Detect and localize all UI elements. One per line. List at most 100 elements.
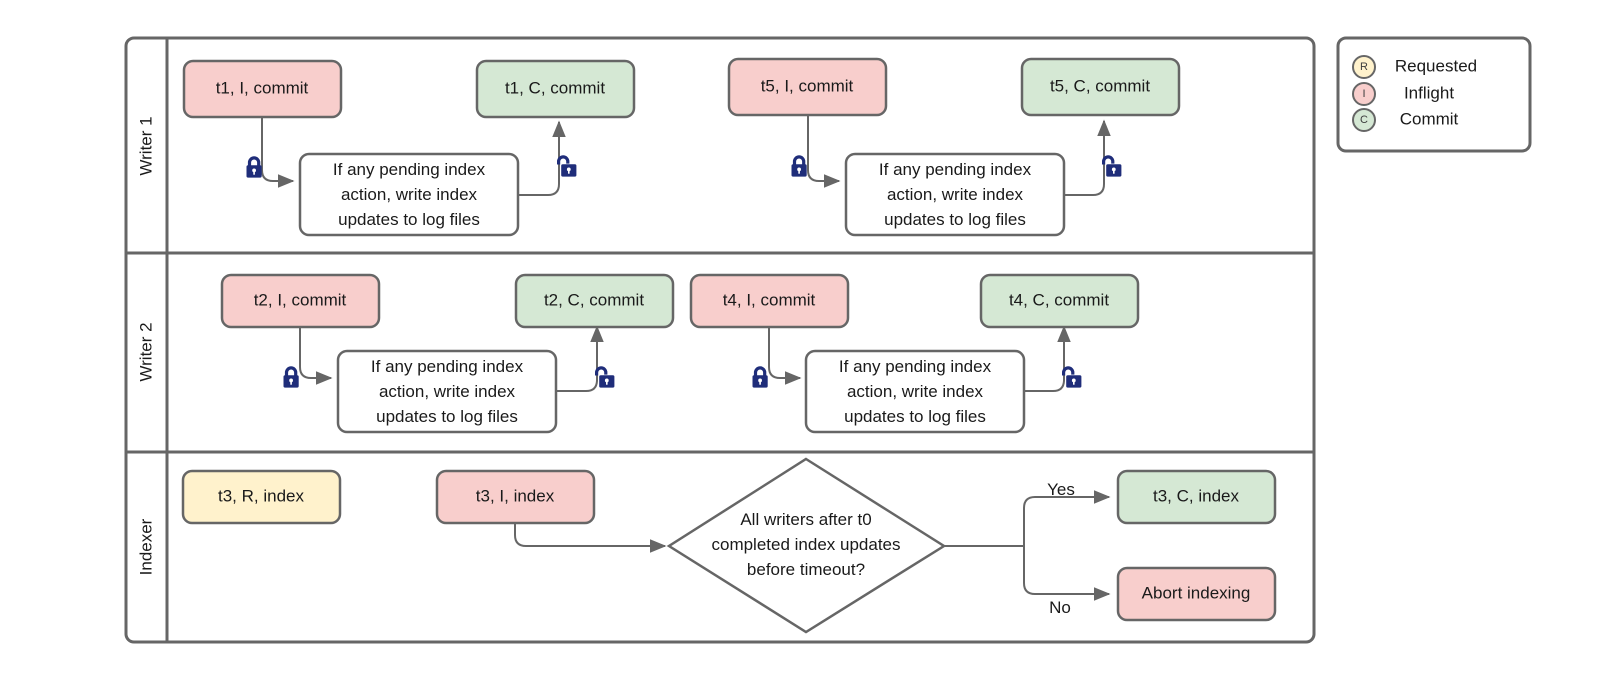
note-w1-right-line1: If any pending index [879,160,1032,179]
note-w1-left-line1: If any pending index [333,160,486,179]
legend-badge-commit-letter: C [1360,114,1368,126]
node-w1-t1-commit-label: t1, C, commit [505,78,605,97]
legend-border [1336,36,1532,153]
legend-panel: R Requested I Inflight C Commit [1336,36,1532,153]
node-w1-t5-inflight-label: t5, I, commit [761,76,854,95]
node-idx-abort[interactable]: Abort indexing [1116,566,1277,622]
edge-decision-yes [1023,490,1111,546]
lock-closed-icon [283,366,299,388]
lock-open-icon [1102,155,1122,177]
node-w1-t5-commit-box[interactable] [1020,57,1181,117]
lane-label-writer-1: Writer 1 [136,116,155,175]
note-w2-right-line3: updates to log files [844,407,986,426]
node-w2-t2-commit[interactable]: t2, C, commit [514,273,675,329]
note-w2-left-line1: If any pending index [371,357,524,376]
node-w2-t4-inflight-label: t4, I, commit [723,290,816,309]
edge-w1-t5-inflight-to-note [807,115,841,188]
lane-label-indexer-text: Indexer [136,518,155,575]
decision-line1: All writers after t0 [740,510,871,529]
node-idx-abort-box[interactable] [1116,566,1277,622]
indexer-connectors [514,490,1111,601]
node-idx-t3-inflight-box[interactable] [435,469,596,525]
edge-label-no: No [1049,598,1071,617]
note-w1-right[interactable]: If any pending index action, write index… [844,152,1066,237]
node-idx-t3-requested-label: t3, R, index [218,486,304,505]
node-idx-t3-commit-box[interactable] [1116,469,1277,525]
edge-idx-inflight-to-decision [514,523,667,553]
note-w1-right-box[interactable] [844,152,1066,237]
note-w2-right-line1: If any pending index [839,357,992,376]
writer2-connectors [299,325,1071,392]
lock-open-icon [1062,366,1082,388]
note-w1-left[interactable]: If any pending index action, write index… [298,152,520,237]
edge-w1-note-to-t5-commit [1063,119,1111,196]
edge-w2-note-to-t2-commit [557,325,604,392]
node-w1-t1-commit-box[interactable] [475,59,636,119]
legend-label-commit: Commit [1400,109,1459,128]
edge-w2-t2-inflight-to-note [299,327,333,385]
edge-label-yes: Yes [1047,480,1075,499]
note-w2-right-line2: action, write index [847,382,984,401]
node-w1-t1-inflight-box[interactable] [182,59,343,119]
node-w1-t1-commit[interactable]: t1, C, commit [475,59,636,119]
edge-w2-t4-inflight-to-note [768,327,802,385]
decision-line2: completed index updates [711,535,900,554]
node-w1-t1-inflight[interactable]: t1, I, commit [182,59,343,119]
node-w1-t5-inflight[interactable]: t5, I, commit [727,57,888,117]
node-idx-t3-inflight-label: t3, I, index [476,486,555,505]
lane-label-indexer: Indexer [136,518,155,575]
node-w2-t4-commit-label: t4, C, commit [1009,290,1109,309]
edge-w1-t1-inflight-to-note [261,117,295,188]
lock-closed-icon [246,156,262,178]
node-idx-t3-requested[interactable]: t3, R, index [181,469,342,525]
node-w1-t5-inflight-box[interactable] [727,57,888,117]
note-w1-left-line2: action, write index [341,185,478,204]
note-w2-right-box[interactable] [804,349,1026,434]
note-w1-left-box[interactable] [298,152,520,237]
note-w1-right-line2: action, write index [887,185,1024,204]
node-w2-t2-inflight-label: t2, I, commit [254,290,347,309]
lock-closed-icon [791,155,807,177]
legend-item-commit: C Commit [1352,108,1459,132]
note-w2-left[interactable]: If any pending index action, write index… [336,349,558,434]
node-w2-t2-commit-box[interactable] [514,273,675,329]
lock-open-icon [595,366,615,388]
legend-badge-commit-icon [1352,108,1376,132]
node-idx-t3-commit[interactable]: t3, C, index [1116,469,1277,525]
node-w2-t2-commit-label: t2, C, commit [544,290,644,309]
node-idx-t3-commit-label: t3, C, index [1153,486,1239,505]
lane-label-writer-2-text: Writer 2 [136,322,155,381]
edge-decision-no [1023,546,1111,601]
edge-w1-note-to-t1-commit [518,120,566,196]
node-w2-t4-commit-box[interactable] [979,273,1140,329]
node-w2-t4-commit[interactable]: t4, C, commit [979,273,1140,329]
legend-label-inflight: Inflight [1404,83,1454,102]
note-w2-left-box[interactable] [336,349,558,434]
lane-label-writer-2: Writer 2 [136,322,155,381]
writer1-connectors [261,115,1111,196]
node-w2-t4-inflight[interactable]: t4, I, commit [689,273,850,329]
legend-badge-requested-letter: R [1360,61,1368,73]
node-w1-t5-commit[interactable]: t5, C, commit [1020,57,1181,117]
note-w1-left-line3: updates to log files [338,210,480,229]
node-idx-t3-requested-box[interactable] [181,469,342,525]
legend-label-requested: Requested [1395,56,1477,75]
legend-item-inflight: I Inflight [1352,82,1454,106]
note-w2-right[interactable]: If any pending index action, write index… [804,349,1026,434]
decision-index-timeout[interactable]: All writers after t0 completed index upd… [666,457,947,634]
note-w1-right-line3: updates to log files [884,210,1026,229]
node-w2-t2-inflight[interactable]: t2, I, commit [220,273,381,329]
decision-line3: before timeout? [747,560,865,579]
legend-badge-inflight-letter: I [1362,88,1365,100]
legend-item-requested: R Requested [1352,55,1477,79]
lane-label-writer-1-text: Writer 1 [136,116,155,175]
node-idx-abort-label: Abort indexing [1142,583,1251,602]
edge-w2-note-to-t4-commit [1023,325,1071,392]
node-w1-t1-inflight-label: t1, I, commit [216,78,309,97]
decision-index-timeout-shape[interactable] [666,457,947,634]
node-idx-t3-inflight[interactable]: t3, I, index [435,469,596,525]
node-w2-t4-inflight-box[interactable] [689,273,850,329]
node-w2-t2-inflight-box[interactable] [220,273,381,329]
